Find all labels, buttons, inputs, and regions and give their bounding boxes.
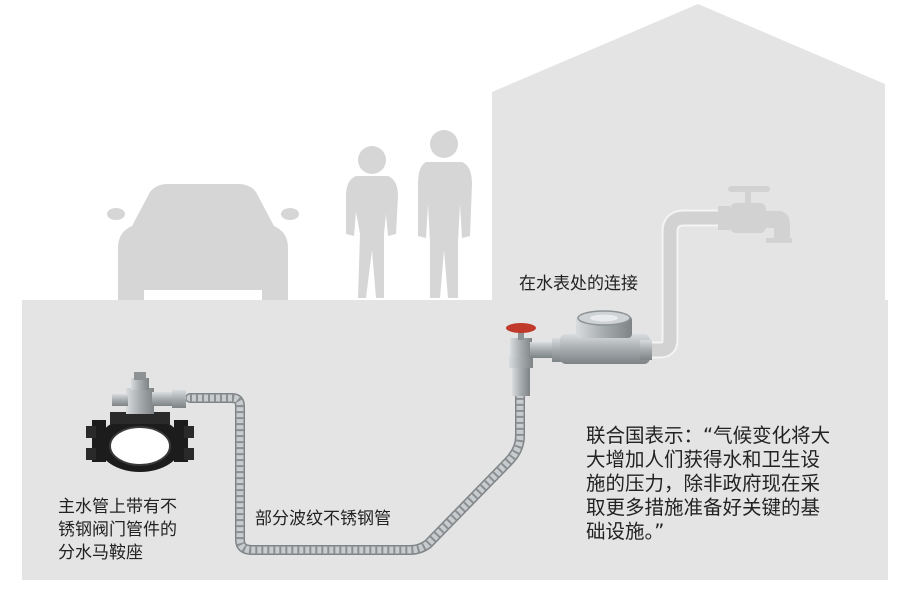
- un-quote: 联合国表示：“气候变化将大 大增加人们获得水和卫生设 施的压力，除非政府现在采 …: [586, 424, 830, 544]
- faucet-icon: [718, 186, 792, 243]
- meter-connection-label: 在水表处的连接: [519, 274, 638, 294]
- saddle-label: 主水管上带有不 锈钢阀门管件的 分水马鞍座: [58, 496, 177, 565]
- house-silhouette-icon: [492, 4, 885, 300]
- water-meter-icon: [560, 310, 652, 364]
- person-silhouette-icon: [346, 146, 398, 298]
- car-silhouette-icon: [107, 184, 299, 300]
- gate-valve-icon: [506, 323, 562, 396]
- saddle-label-line: 分水马鞍座: [58, 543, 143, 563]
- quote-line: 施的压力，除非政府现在采: [586, 472, 821, 495]
- quote-line: 联合国表示：“气候变化将大: [586, 424, 831, 447]
- saddle-label-line: 锈钢阀门管件的: [58, 520, 177, 540]
- quote-line: 大增加人们获得水和卫生设: [586, 448, 821, 471]
- quote-line: 础设施。”: [586, 520, 665, 543]
- saddle-label-line: 主水管上带有不: [58, 497, 177, 517]
- saddle-clamp-icon: [86, 372, 194, 472]
- corrugated-pipe-label: 部分波纹不锈钢管: [255, 509, 391, 529]
- person-silhouette-icon: [418, 130, 472, 298]
- quote-line: 取更多措施准备好关键的基: [586, 496, 821, 519]
